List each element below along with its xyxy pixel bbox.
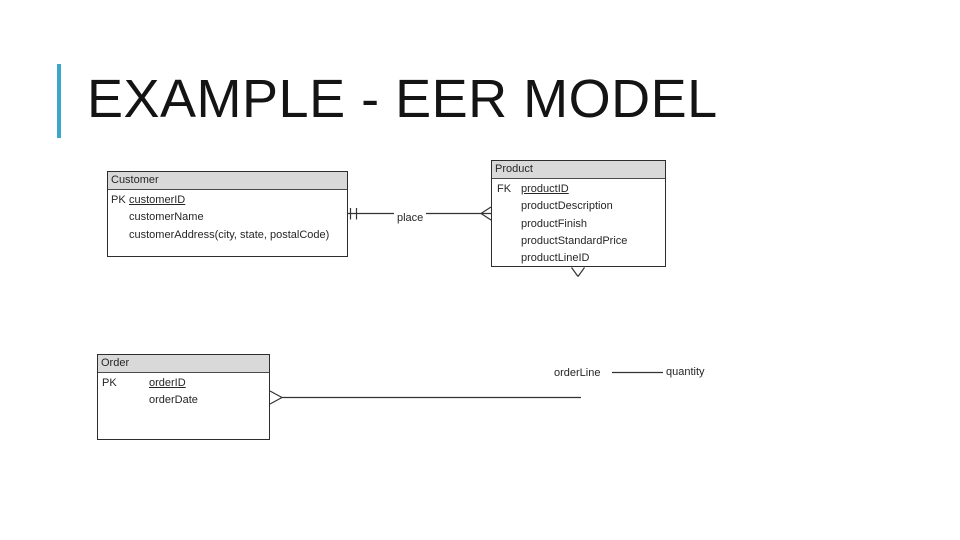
pk-label: PK <box>102 377 117 389</box>
crows-foot-under-product-left <box>571 267 579 277</box>
key-spacer <box>108 227 129 244</box>
slide-title: EXAMPLE - EER MODEL <box>87 69 718 129</box>
entity-customer-attributes: PK customerID customerName customerAddre… <box>108 190 347 244</box>
crows-foot-under-product-right <box>577 267 585 277</box>
crows-foot-product-bottom <box>480 212 492 221</box>
attribute-name: customerAddress(city, state, postalCode) <box>129 228 330 241</box>
attribute-name: customerName <box>129 211 204 224</box>
title-accent-bar <box>57 64 61 138</box>
relationship-label-place[interactable]: place <box>394 211 427 226</box>
pk-label: PK <box>111 194 126 206</box>
attribute-name: productID <box>521 183 569 195</box>
attribute-row: productStandardPrice <box>492 233 665 250</box>
relationship-label-orderline[interactable]: orderLine <box>551 366 604 381</box>
attribute-label-quantity[interactable]: quantity <box>663 365 708 380</box>
entity-product[interactable]: Product FK productID productDescription … <box>491 160 666 267</box>
entity-customer-header: Customer <box>108 172 347 190</box>
attribute-name: productFinish <box>521 217 588 230</box>
key-spacer <box>108 209 129 226</box>
attribute-name: orderID <box>149 377 186 389</box>
attribute-row: productFinish <box>492 216 665 233</box>
attribute-name: productDescription <box>521 200 613 213</box>
attribute-name: orderDate <box>149 394 198 407</box>
entity-product-header: Product <box>492 161 665 179</box>
attribute-row: orderDate <box>98 392 269 409</box>
attribute-row: FK productID <box>492 181 665 198</box>
entity-order-header: Order <box>98 355 269 373</box>
entity-order[interactable]: Order PK orderID orderDate <box>97 354 270 440</box>
attribute-row: productLineID <box>492 250 665 267</box>
attribute-name: productLineID <box>521 252 590 265</box>
entity-product-attributes: FK productID productDescription productF… <box>492 179 665 267</box>
crows-foot-product-top <box>480 206 492 215</box>
crows-foot-order-bottom <box>269 396 283 405</box>
entity-customer[interactable]: Customer PK customerID customerName cust… <box>107 171 348 257</box>
key-spacer <box>492 198 521 215</box>
entity-order-attributes: PK orderID orderDate <box>98 373 269 410</box>
fk-label: FK <box>497 183 512 195</box>
key-spacer <box>492 233 521 250</box>
key-spacer <box>492 250 521 267</box>
crows-foot-order-top <box>269 390 283 399</box>
attribute-row: productDescription <box>492 198 665 215</box>
attribute-row: customerAddress(city, state, postalCode) <box>108 227 347 244</box>
attribute-name: productStandardPrice <box>521 234 628 247</box>
attribute-row: PK customerID <box>108 192 347 209</box>
attribute-name: customerID <box>129 194 186 206</box>
attribute-row: PK orderID <box>98 375 269 392</box>
key-spacer <box>98 392 149 409</box>
attribute-row: customerName <box>108 209 347 226</box>
key-spacer <box>492 216 521 233</box>
